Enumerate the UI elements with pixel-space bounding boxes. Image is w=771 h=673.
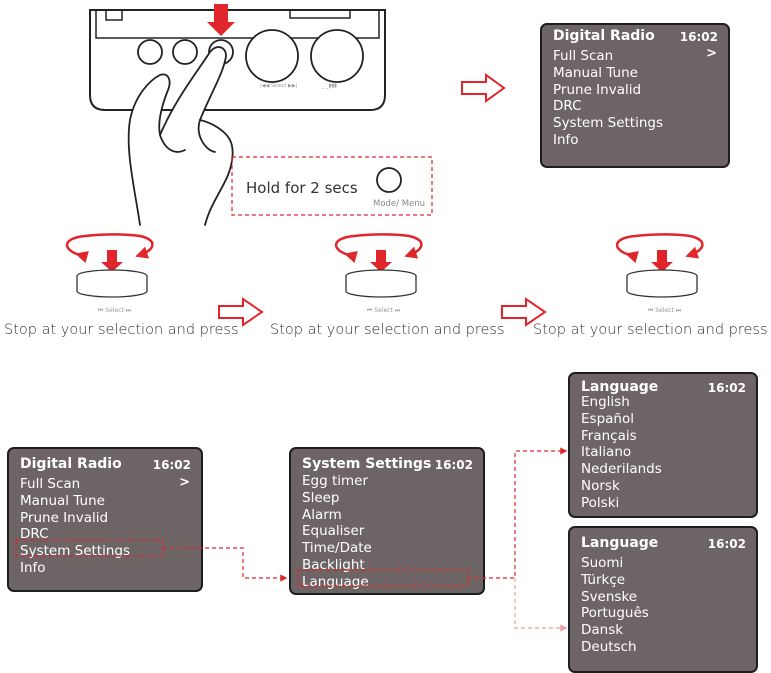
menu-item[interactable]: System Settings bbox=[553, 115, 664, 132]
menu-item[interactable]: DRC bbox=[20, 526, 49, 543]
hold-instruction-text: Hold for 2 secs bbox=[246, 179, 358, 197]
rotate-knob-2 bbox=[334, 233, 423, 298]
step-caption-3: Stop at your selection and press bbox=[533, 322, 768, 338]
language-item[interactable]: Português bbox=[581, 605, 649, 622]
screen-digital-radio-top: Digital Radio 16:02 > Full Scan Manual T… bbox=[540, 23, 730, 168]
selection-marker: > bbox=[706, 46, 717, 61]
menu-item[interactable]: Prune Invalid bbox=[553, 81, 642, 98]
language-item[interactable]: Norsk bbox=[581, 477, 620, 494]
screen-time: 16:02 bbox=[434, 458, 473, 472]
back-button bbox=[172, 39, 198, 65]
svg-text:_ _▮▮▮: _ _▮▮▮ bbox=[321, 83, 337, 89]
menu-item[interactable]: Egg timer bbox=[302, 473, 369, 489]
highlight-box-language bbox=[297, 569, 469, 587]
hold-callout-box bbox=[231, 156, 433, 216]
menu-item[interactable]: Prune Invalid bbox=[20, 509, 109, 526]
step-caption-2: Stop at your selection and press bbox=[270, 322, 505, 338]
language-item[interactable]: Polski bbox=[581, 494, 620, 511]
screen-title: Digital Radio bbox=[20, 456, 122, 472]
menu-item[interactable]: Info bbox=[20, 559, 46, 576]
menu-item[interactable]: DRC bbox=[553, 98, 582, 115]
screen-title: Language bbox=[581, 379, 659, 395]
menu-item[interactable]: Manual Tune bbox=[20, 492, 105, 509]
language-item[interactable]: Français bbox=[581, 427, 637, 444]
knob-label-2: ⏮ Select ⏭ bbox=[367, 307, 401, 314]
language-item[interactable]: Deutsch bbox=[581, 638, 637, 655]
menu-item-highlighted[interactable]: System Settings bbox=[20, 543, 131, 560]
menu-list: Full Scan Manual Tune Prune Invalid DRC … bbox=[553, 48, 663, 149]
language-item[interactable]: Türkçe bbox=[581, 571, 626, 588]
screen-language-page-2: Language 16:02 Suomi Türkçe Svenske Port… bbox=[568, 526, 758, 673]
power-button bbox=[137, 39, 163, 65]
mode-menu-label: Mode/ Menu bbox=[373, 199, 426, 209]
language-item[interactable]: Español bbox=[581, 410, 634, 427]
menu-list: Full Scan Manual Tune Prune Invalid DRC … bbox=[20, 476, 130, 577]
connector-line bbox=[514, 578, 568, 632]
highlight-box-system-settings bbox=[15, 539, 164, 557]
language-item[interactable]: Suomi bbox=[581, 555, 624, 571]
menu-item[interactable]: Time/Date bbox=[302, 540, 372, 557]
menu-item[interactable]: Info bbox=[553, 131, 579, 148]
language-item[interactable]: Italiano bbox=[581, 444, 632, 461]
screen-title: Language bbox=[581, 535, 659, 551]
connector-line bbox=[468, 447, 568, 579]
hand-icon bbox=[127, 46, 234, 226]
right-arrow-icon bbox=[501, 297, 547, 327]
menu-item[interactable]: Full Scan bbox=[20, 476, 81, 492]
screen-time: 16:02 bbox=[152, 458, 191, 472]
menu-item[interactable]: Equaliser bbox=[302, 523, 365, 540]
right-arrow-icon bbox=[218, 297, 264, 327]
language-item[interactable]: Nederilands bbox=[581, 461, 662, 478]
step-caption-1: Stop at your selection and press bbox=[4, 322, 239, 338]
knob-label-3: ⏮ Select ⏭ bbox=[648, 307, 682, 314]
menu-item[interactable]: Alarm bbox=[302, 506, 342, 523]
screen-language-page-1: Language 16:02 English Español Français … bbox=[568, 372, 758, 518]
selection-marker: > bbox=[179, 475, 190, 490]
menu-item[interactable]: Manual Tune bbox=[553, 64, 638, 81]
screen-title: Digital Radio bbox=[553, 28, 655, 44]
knob-label-1: ⏮ Select ⏭ bbox=[98, 307, 132, 314]
svg-text:|◀◀ Select ▶▶|: |◀◀ Select ▶▶| bbox=[260, 83, 298, 89]
rotate-knob-1 bbox=[65, 233, 154, 298]
connector-line bbox=[163, 547, 288, 582]
screen-time: 16:02 bbox=[679, 30, 718, 44]
press-arrow-icon bbox=[207, 4, 235, 36]
menu-item[interactable]: Backlight bbox=[302, 556, 365, 573]
language-item[interactable]: Dansk bbox=[581, 622, 624, 639]
mode-button-icon bbox=[376, 167, 402, 193]
language-item[interactable]: English bbox=[581, 394, 630, 410]
language-list: English Español Français Italiano Nederi… bbox=[581, 394, 662, 512]
select-knob bbox=[245, 29, 299, 83]
menu-item[interactable]: Sleep bbox=[302, 489, 340, 506]
language-list: Suomi Türkçe Svenske Português Dansk Deu… bbox=[581, 555, 649, 656]
screen-time: 16:02 bbox=[707, 381, 746, 395]
screen-time: 16:02 bbox=[707, 537, 746, 551]
menu-item[interactable]: Full Scan bbox=[553, 48, 614, 64]
screen-title: System Settings bbox=[302, 456, 432, 472]
language-item[interactable]: Svenske bbox=[581, 588, 638, 605]
right-arrow-icon bbox=[461, 73, 506, 103]
screen-digital-radio-bottom: Digital Radio 16:02 > Full Scan Manual T… bbox=[7, 447, 203, 592]
volume-knob bbox=[310, 29, 364, 83]
rotate-knob-3 bbox=[615, 233, 704, 298]
